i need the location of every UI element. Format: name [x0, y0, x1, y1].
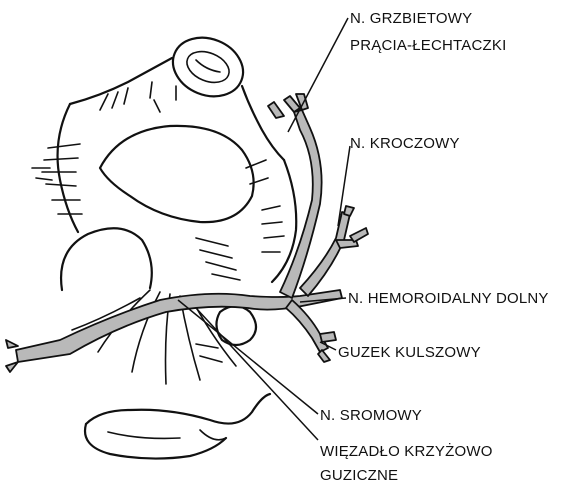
label-sacrotuberous-ligament-line1: WIĘZADŁO KRZYŻOWO	[320, 442, 493, 460]
label-pudendal-nerve: N. SROMOWY	[320, 407, 422, 424]
label-dorsal-nerve-line2: PRĄCIA-ŁECHTACZKI	[350, 37, 506, 54]
inferior-rectal-branch	[286, 300, 328, 352]
leader-lines	[178, 18, 350, 440]
pelvic-anatomy-drawing	[32, 28, 296, 459]
label-inferior-rectal-nerve: N. HEMOROIDALNY DOLNY	[348, 290, 549, 307]
label-sacrotuberous-ligament-line2: GUZICZNE	[320, 467, 398, 484]
leader-dorsal-nerve	[288, 18, 348, 132]
label-ischial-tuberosity: GUZEK KULSZOWY	[338, 344, 481, 361]
label-dorsal-nerve-line1: N. GRZBIETOWY	[350, 10, 472, 27]
label-perineal-nerve: N. KROCZOWY	[350, 135, 460, 152]
